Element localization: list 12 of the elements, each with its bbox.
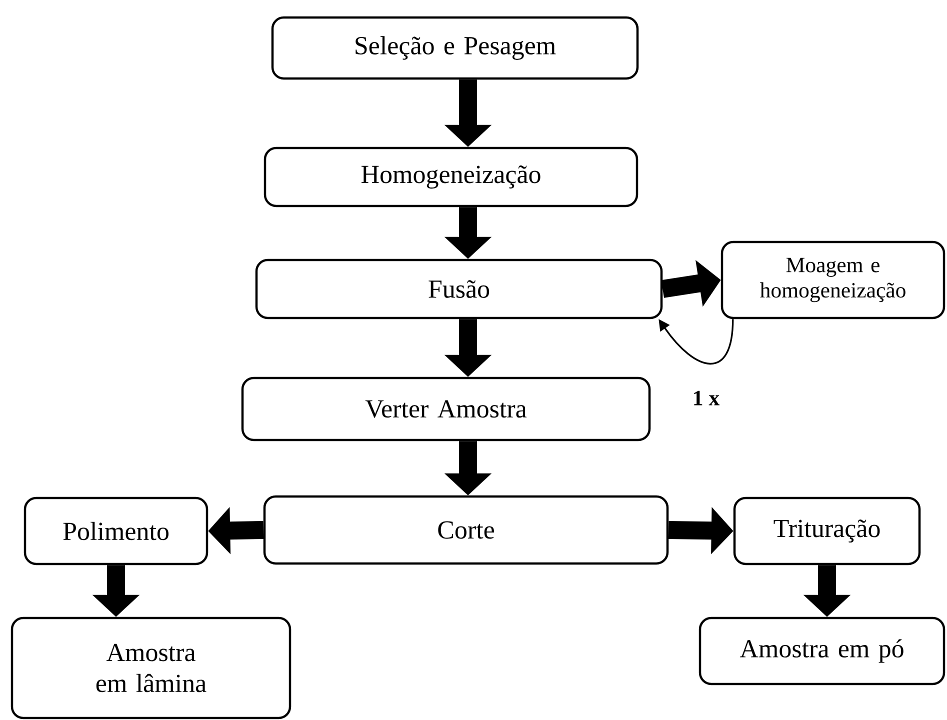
process-box: Amostra em pó xyxy=(698,616,946,686)
process-box: Corte xyxy=(263,495,669,565)
process-box: Seleção e Pesagem xyxy=(271,16,639,80)
arrow xyxy=(658,319,734,365)
process-box: Homogeneização xyxy=(264,146,638,208)
process-box: Verter Amostra xyxy=(241,376,651,442)
edge-label: 1 x xyxy=(694,390,720,406)
process-box: Trituração xyxy=(733,496,921,566)
process-box: Moagem e homogeneização xyxy=(720,240,946,320)
process-box: Amostra em lâmina xyxy=(10,616,292,720)
process-box: Polimento xyxy=(24,496,208,566)
process-box: Fusão xyxy=(255,258,663,320)
